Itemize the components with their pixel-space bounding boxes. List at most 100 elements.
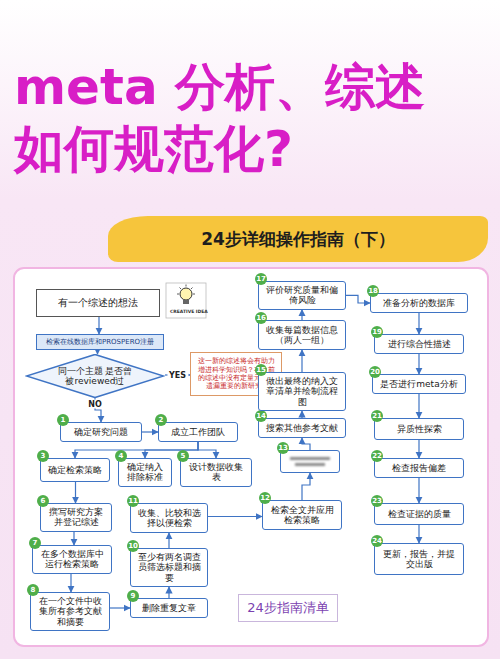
process-box: 12检索全文并应用检索策略 [262,500,342,530]
icon-caption: CREATIVE IDEA [170,309,208,314]
flow-arrow [168,587,169,598]
blur-bar [290,457,330,460]
process-box: 23检查证据的质量 [374,503,464,525]
box-text: 24步指南清单 [247,599,329,617]
flow-arrow [98,317,99,334]
callout-number: 23 [371,495,383,507]
callout-number: 12 [259,492,271,504]
flow-arrow [418,313,419,334]
process-box: 4确定纳入排除标准 [118,458,172,487]
box-text: 至少有两名调查员筛选标题和摘要 [135,552,203,583]
callout-number: 1 [57,414,69,426]
edge-label: NO [86,400,104,409]
process-box: 1确定研究问题 [60,422,142,442]
callout-number: 16 [255,312,267,324]
callout-number: 9 [127,590,139,602]
process-box: 21异质性探索 [374,418,464,440]
callout-number: 8 [27,584,39,596]
box-text: 确定纳入排除标准 [123,462,167,483]
process-box: 18准备分析的数据库 [370,293,468,313]
box-text: 做出最终的纳入文章清单并绘制流程图 [263,376,341,407]
box-text: 异质性探索 [397,424,442,434]
flow-arrow [73,532,74,545]
search-bar: 检索在线数据库和PROSPERO注册 [36,334,164,350]
flow-arrow [302,473,310,500]
process-box: 8在一个文件中收集所有参考文献和摘要 [30,592,110,631]
flow-arrow [302,438,310,450]
process-box: 9删除重复文章 [130,598,208,618]
flow-arrow [418,440,419,458]
box-text: 删除重复文章 [142,603,196,613]
callout-number: 20 [369,366,381,378]
process-box: 19进行综合性描述 [374,334,464,354]
box-text: 搜索其他参考文献 [266,423,338,433]
process-box: 13 [280,450,340,473]
flow-arrow [418,478,419,503]
box-text: 检查证据的质量 [388,509,451,519]
process-box: 16收集每篇数据信息（两人一组） [258,320,346,350]
box-text: 成立工作团队 [171,427,225,437]
flow-arrow [75,482,76,503]
callout-number: 22 [371,450,383,462]
flow-arrow [142,431,158,432]
box-text: 有一个综述的想法 [58,296,138,310]
process-box: 5设计数据收集表 [180,458,252,487]
callout-number: 13 [277,442,289,454]
flow-arrow [168,533,169,548]
process-box: 6撰写研究方案并登记综述 [40,503,112,532]
box-text: 确定检索策略 [48,465,102,475]
box-text: 在一个文件中收集所有参考文献和摘要 [35,596,105,627]
box-text: 撰写研究方案并登记综述 [45,507,107,528]
flow-panel [14,268,488,646]
box-text: 检查报告偏差 [392,463,446,473]
process-box: 2成立工作团队 [158,422,238,442]
flow-arrow [110,607,130,608]
blurred-text [285,454,335,469]
callout-number: 11 [127,495,139,507]
box-text: 收集、比较和选择以便检索 [135,508,203,529]
flow-arrow [346,295,370,303]
callout-number: 6 [37,495,49,507]
flow-arrow [97,350,98,354]
box-text: 检索在线数据库和PROSPERO注册 [46,337,154,347]
process-box: 24更新，报告，并提交出版 [374,543,464,575]
callout-number: 21 [371,410,383,422]
callout-number: 7 [29,537,41,549]
decision-diamond: 同一个主题 是否曾被reviewed过 [25,354,165,398]
flow-arrow [418,354,419,374]
process-box: 3确定检索策略 [40,458,110,482]
callout-number: 18 [367,285,379,297]
process-box: 14搜索其他参考文献 [258,418,346,438]
process-box: 17评价研究质量和偏倚风险 [258,281,346,310]
box-text: 同一个主题 是否曾被reviewed过 [55,366,135,387]
callout-number: 17 [255,273,267,285]
flow-arrow [145,442,198,458]
flow-arrow [70,574,71,592]
box-text: 准备分析的数据库 [383,298,455,308]
box-text: 设计数据收集表 [185,462,247,483]
process-box: 7在多个数据库中运行检索策略 [32,545,112,574]
flow-arrow [301,411,302,418]
box-text: 评价研究质量和偏倚风险 [263,285,341,306]
box-text: 进行综合性描述 [388,339,451,349]
callout-number: 14 [255,410,267,422]
box-text: 检索全文并应用检索策略 [267,505,337,526]
box-text: 24步详细操作指南（下） [201,228,395,251]
callout-number: 2 [155,414,167,426]
callout-number: 19 [371,326,383,338]
flow-arrow [208,516,262,517]
flow-arrow [301,350,302,372]
callout-number: 4 [115,450,127,462]
process-box: 11收集、比较和选择以便检索 [130,503,208,533]
process-box: 10至少有两名调查员筛选标题和摘要 [130,548,208,587]
process-box: 22检查报告偏差 [374,458,464,478]
box-text: 确定研究问题 [74,427,128,437]
box-text: 是否进行meta分析 [380,379,457,389]
flow-arrow [198,442,216,458]
process-box: 15做出最终的纳入文章清单并绘制流程图 [258,372,346,411]
edge-label: YES [167,371,188,380]
footer-box: 24步指南清单 [238,594,338,622]
callout-number: 10 [127,540,139,552]
flow-arrow [418,394,419,418]
